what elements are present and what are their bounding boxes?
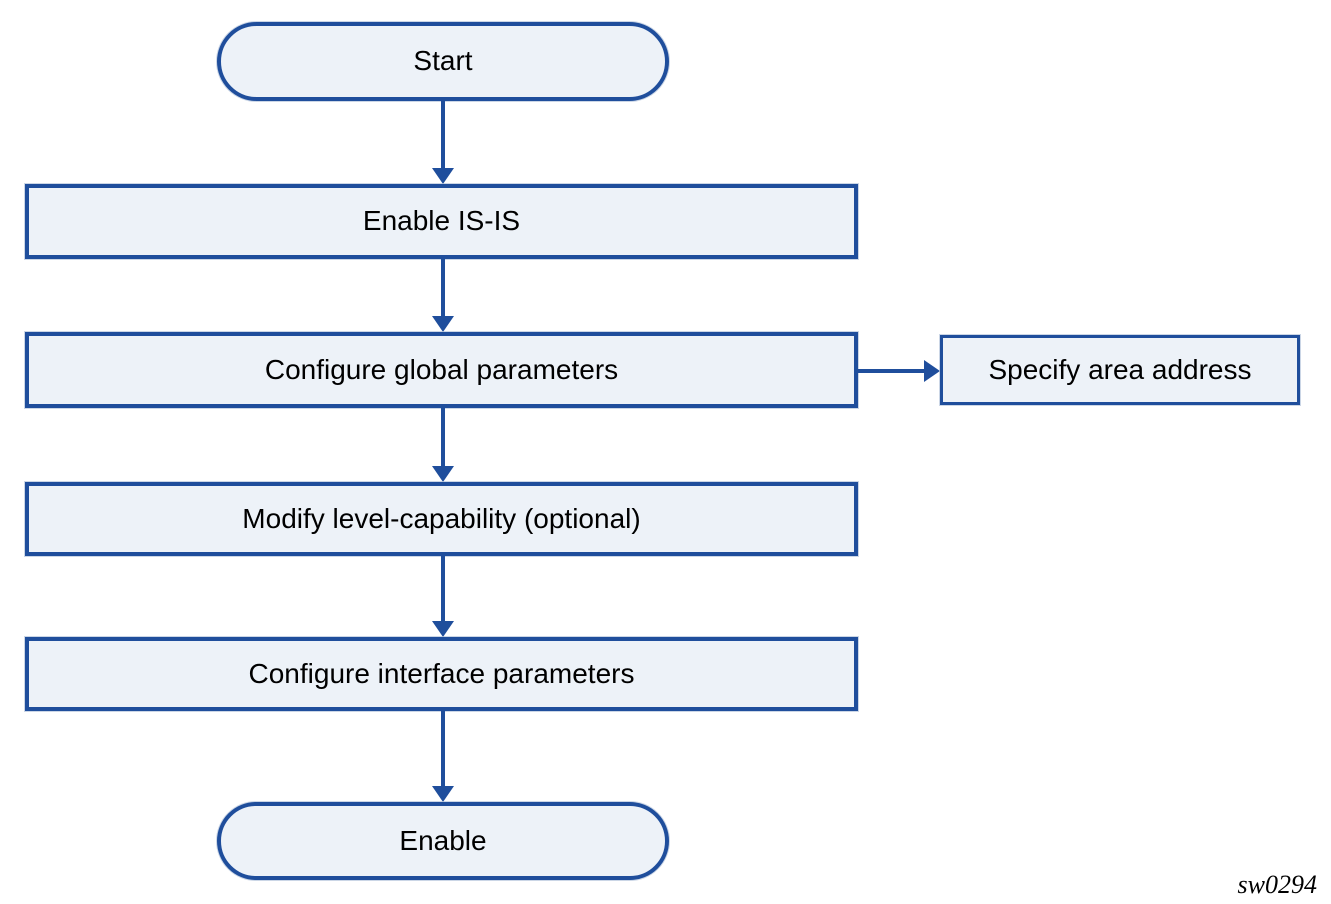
node-enable-isis-label: Enable IS-IS: [362, 205, 521, 237]
node-modify-level-capability: Modify level-capability (optional): [25, 482, 858, 556]
figure-id-label: sw0294: [1237, 870, 1317, 899]
edge-configure-interface-to-enable-line: [441, 711, 445, 788]
node-modify-level-capability-label: Modify level-capability (optional): [242, 502, 641, 534]
edge-modify-level-to-configure-interface-line: [441, 556, 445, 623]
node-specify-area-address: Specify area address: [940, 335, 1300, 405]
node-enable-isis: Enable IS-IS: [25, 184, 858, 259]
node-configure-global-parameters: Configure global parameters: [25, 332, 858, 408]
edge-configure-global-to-specify-area-line: [858, 369, 926, 373]
node-specify-area-address-label: Specify area address: [988, 353, 1252, 385]
node-enable-label: Enable: [399, 824, 487, 856]
node-configure-interface-parameters-label: Configure interface parameters: [248, 657, 635, 689]
node-start: Start: [217, 22, 669, 101]
arrowhead-down-icon: [432, 786, 454, 802]
edge-start-to-enable-isis-line: [441, 101, 445, 170]
arrowhead-down-icon: [432, 466, 454, 482]
arrowhead-down-icon: [432, 621, 454, 637]
node-configure-interface-parameters: Configure interface parameters: [25, 637, 858, 711]
node-enable: Enable: [217, 802, 669, 880]
arrowhead-right-icon: [924, 360, 940, 382]
edge-configure-global-to-modify-level-line: [441, 408, 445, 468]
node-configure-global-parameters-label: Configure global parameters: [264, 353, 619, 385]
node-start-label: Start: [413, 45, 473, 77]
arrowhead-down-icon: [432, 316, 454, 332]
edge-enable-isis-to-configure-global-line: [441, 259, 445, 318]
arrowhead-down-icon: [432, 168, 454, 184]
